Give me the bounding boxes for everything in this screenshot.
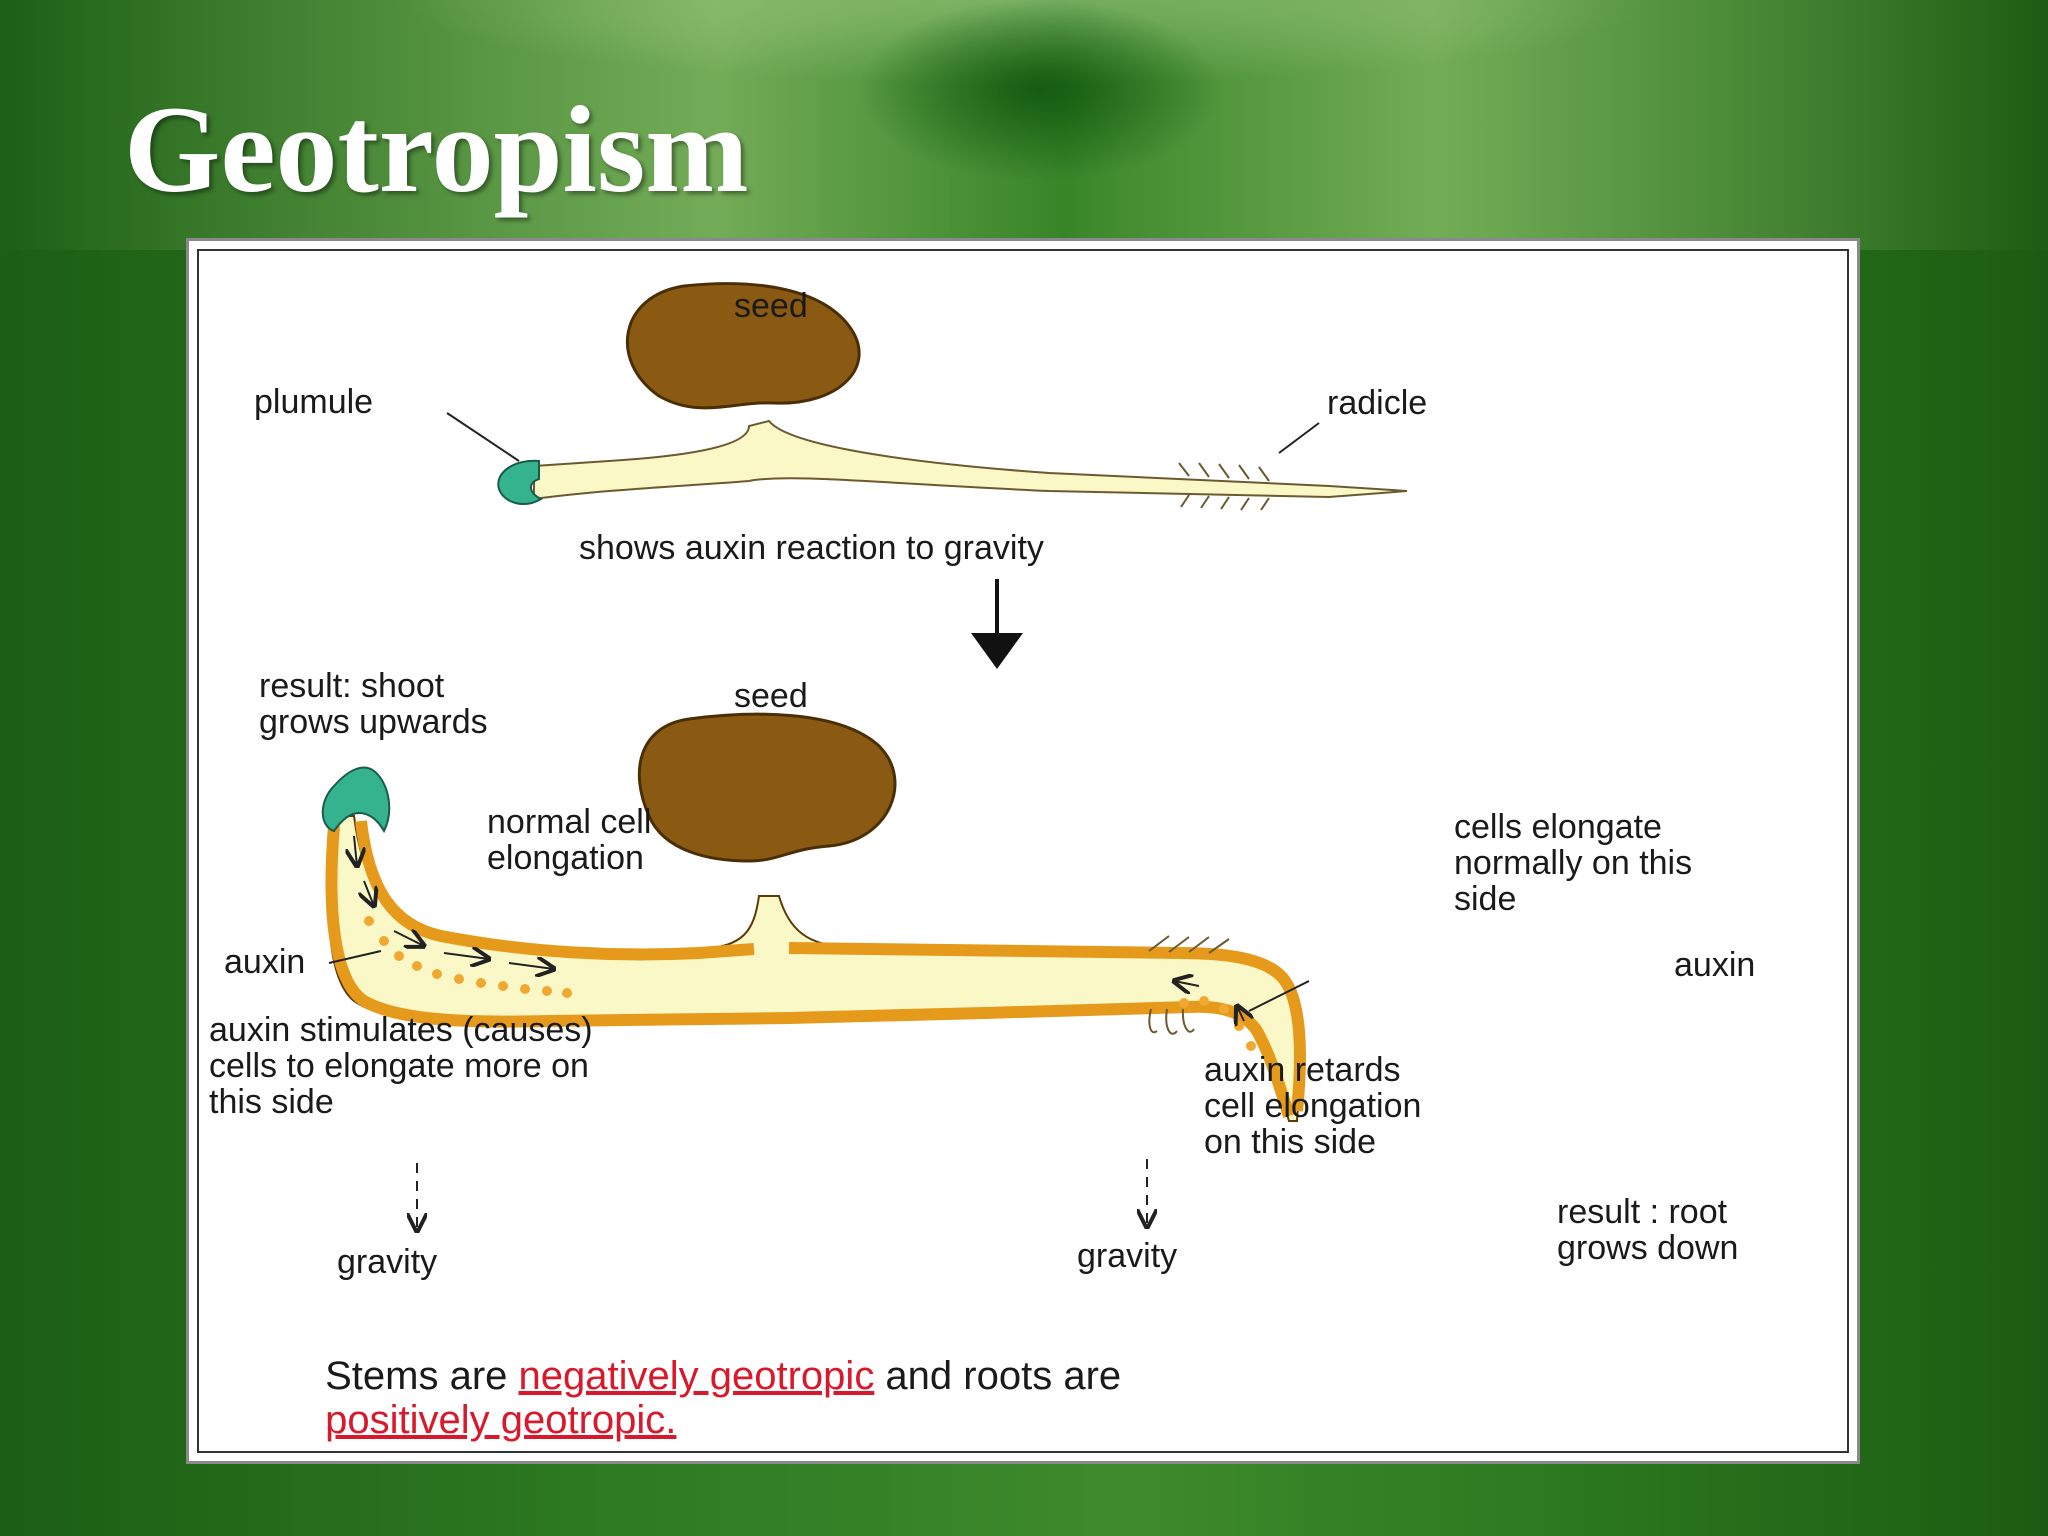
auxin-dots bbox=[364, 916, 1256, 1051]
radicle-leader-line bbox=[1278, 422, 1320, 454]
geotropism-diagram: seed plumule radicle shows auxin reactio… bbox=[209, 282, 1755, 1442]
caption-line1: Stems are negatively geotropic and roots… bbox=[294, 1354, 1143, 1398]
label-seed-top: seed bbox=[734, 287, 808, 325]
diagram-border bbox=[197, 249, 1849, 1453]
label-auxin-right: auxin bbox=[1674, 946, 1755, 984]
label-result-root-line2: grows down bbox=[1557, 1229, 1738, 1267]
root-upper-cell-wall bbox=[788, 942, 1306, 1112]
bottom-seedling: seed result: shoot grows upwards normal … bbox=[209, 667, 1755, 1281]
label-radicle: radicle bbox=[1327, 384, 1427, 422]
label-gravity-mid: gravity bbox=[1077, 1237, 1177, 1275]
label-retards-line1: auxin retards bbox=[1204, 1051, 1401, 1089]
label-stimulates-line3: this side bbox=[209, 1083, 334, 1121]
radicle-hairs bbox=[1178, 462, 1270, 511]
label-gravity-left: gravity bbox=[337, 1243, 437, 1281]
label-result-root-line1: result : root bbox=[1557, 1193, 1728, 1231]
label-plumule: plumule bbox=[254, 383, 373, 421]
diagram-frame: seed plumule radicle shows auxin reactio… bbox=[186, 238, 1860, 1464]
shoot-upper-cell-wall bbox=[355, 820, 755, 961]
page-title: Geotropism bbox=[124, 81, 749, 218]
label-cells-elongate-line3: side bbox=[1454, 880, 1516, 918]
label-cells-elongate-line2: normally on this bbox=[1454, 844, 1692, 882]
caption-negatively-geotropic: negatively geotropic bbox=[519, 1354, 875, 1398]
caption-positively-geotropic: positively geotropic. bbox=[325, 1398, 676, 1442]
label-normal-cell-line2: elongation bbox=[487, 839, 644, 877]
caption-part1: Stems are bbox=[325, 1354, 518, 1398]
gravity-arrows bbox=[417, 1159, 1147, 1231]
top-seedling-body bbox=[533, 419, 1408, 501]
bottom-seed bbox=[637, 712, 897, 863]
top-seed bbox=[625, 282, 861, 410]
auxin-left-leader-line bbox=[328, 950, 382, 964]
auxin-right-leader-line bbox=[1248, 980, 1310, 1012]
label-stimulates-line2: cells to elongate more on bbox=[209, 1047, 589, 1085]
process-arrow bbox=[971, 579, 1023, 669]
caption-part2: and roots are bbox=[874, 1354, 1121, 1398]
caption-line2: positively geotropic. bbox=[294, 1398, 699, 1442]
label-retards-line3: on this side bbox=[1204, 1123, 1376, 1161]
label-result-shoot-line2: grows upwards bbox=[259, 703, 488, 741]
label-normal-cell-line1: normal cell bbox=[487, 803, 651, 841]
label-retards-line2: cell elongation bbox=[1204, 1087, 1421, 1125]
plumule-tip bbox=[497, 459, 544, 505]
label-stimulates-line1: auxin stimulates (causes) bbox=[209, 1011, 593, 1049]
auxin-flow-arrows bbox=[354, 835, 1244, 1021]
shoot-lower-cell-wall bbox=[325, 825, 1190, 1028]
label-seed-bottom: seed bbox=[734, 677, 808, 715]
label-shows-auxin-reaction: shows auxin reaction to gravity bbox=[579, 529, 1044, 567]
shoot-tip bbox=[321, 766, 391, 834]
label-result-shoot-line1: result: shoot bbox=[259, 667, 445, 705]
label-cells-elongate-line1: cells elongate bbox=[1454, 808, 1662, 846]
plumule-leader-line bbox=[446, 412, 520, 462]
bottom-root-hairs bbox=[1148, 935, 1230, 1035]
label-auxin-left: auxin bbox=[224, 943, 305, 981]
top-seedling: seed plumule radicle shows auxin reactio… bbox=[254, 282, 1427, 567]
